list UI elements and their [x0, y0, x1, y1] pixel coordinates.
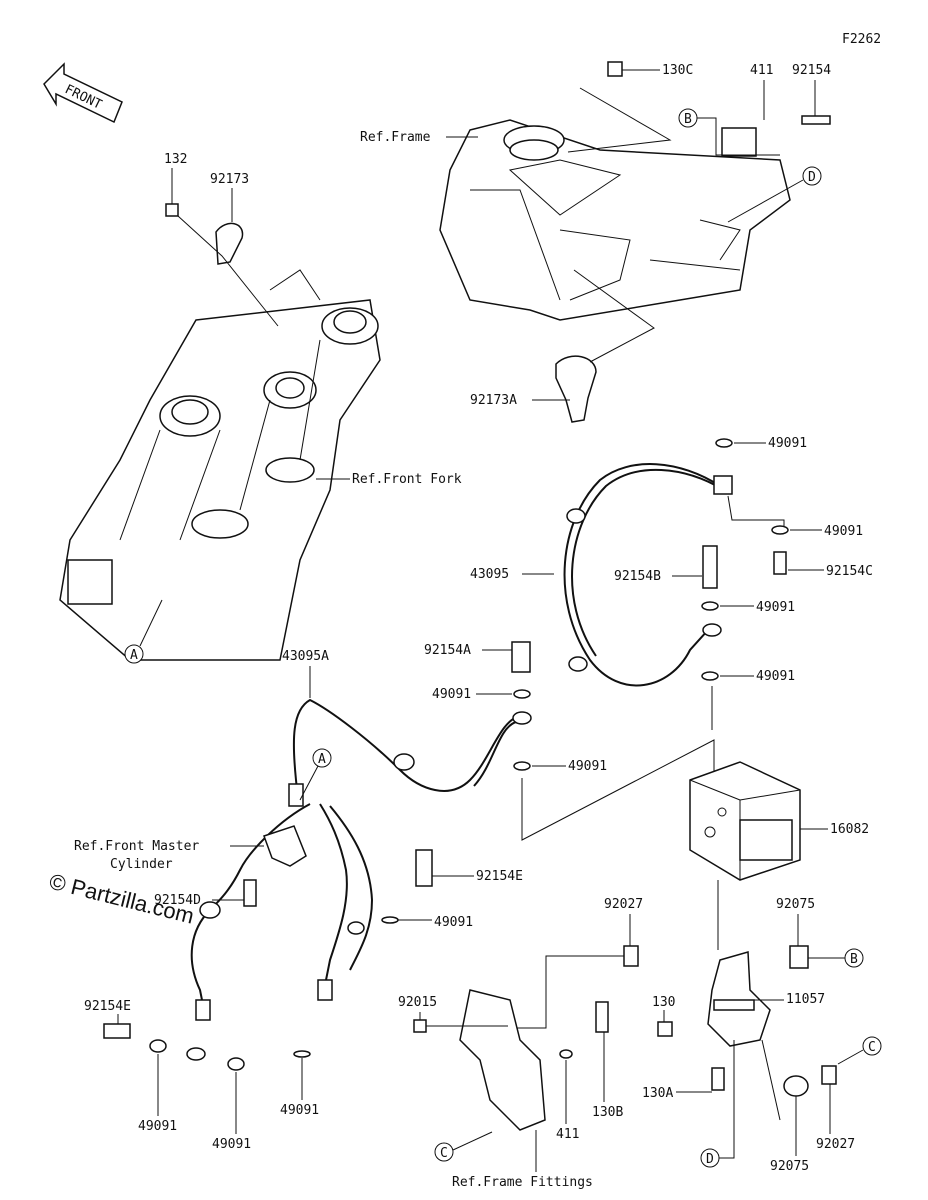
hose-43095A — [288, 698, 521, 807]
callout-a-right-label: A — [318, 752, 326, 767]
label-ref-frame-fittings: Ref.Frame Fittings — [452, 1175, 593, 1190]
bracket-frame-fittings — [459, 989, 546, 1131]
label-92075-bottom: 92075 — [770, 1159, 809, 1174]
label-ref-master-2: Cylinder — [110, 857, 173, 872]
bolt-130A — [711, 1067, 725, 1091]
front-fork-illustration — [59, 269, 381, 661]
label-92015: 92015 — [398, 995, 437, 1010]
bracket-abs — [707, 951, 771, 1047]
label-49091-j: 49091 — [280, 1103, 319, 1118]
label-43095A: 43095A — [282, 649, 329, 664]
label-92154D: 92154D — [154, 893, 201, 908]
grommet-92027-bottom — [821, 1065, 837, 1085]
label-92154C: 92154C — [826, 564, 873, 579]
bracket-11057 — [713, 999, 755, 1011]
label-92154-top: 92154 — [792, 63, 831, 78]
abs-unit-16082 — [689, 761, 801, 881]
label-92027-bottom: 92027 — [816, 1137, 855, 1152]
label-92154A: 92154A — [424, 643, 471, 658]
washer-49091-e — [513, 689, 531, 699]
bolt-130B — [595, 1001, 609, 1033]
label-130A: 130A — [642, 1086, 673, 1101]
label-11057: 11057 — [786, 992, 825, 1007]
grommet-92075-bottom — [783, 1075, 809, 1097]
label-92154B: 92154B — [614, 569, 661, 584]
callout-d-top-label: D — [808, 170, 816, 185]
callout-a-left — [124, 644, 144, 664]
label-411-top: 411 — [750, 63, 773, 78]
callout-b-bottom-label: B — [850, 952, 858, 967]
callout-a-left-label: A — [130, 648, 138, 663]
callout-a-right — [312, 748, 332, 768]
label-92154E-right: 92154E — [476, 869, 523, 884]
label-16082: 16082 — [830, 822, 869, 837]
label-49091-g: 49091 — [434, 915, 473, 930]
label-130C: 130C — [662, 63, 693, 78]
washer-49091-d — [701, 671, 719, 681]
washer-49091-g — [381, 916, 399, 924]
callout-c-right — [862, 1036, 882, 1056]
bolt-92154A — [511, 641, 531, 673]
washer-49091-h — [149, 1039, 167, 1053]
washer-49091-a — [715, 438, 733, 448]
label-49091-b: 49091 — [824, 524, 863, 539]
hose-43095 — [563, 463, 733, 687]
label-92075-top: 92075 — [776, 897, 815, 912]
label-130B: 130B — [592, 1105, 623, 1120]
label-49091-c: 49091 — [756, 600, 795, 615]
label-ref-master-1: Ref.Front Master — [74, 839, 199, 854]
label-92173: 92173 — [210, 172, 249, 187]
grommet-92075-top — [789, 945, 809, 969]
grommet-92027-top — [623, 945, 639, 967]
bolt-132 — [165, 203, 179, 217]
washer-49091-i — [227, 1057, 245, 1071]
label-ref-front-fork: Ref.Front Fork — [352, 472, 462, 487]
label-49091-e: 49091 — [432, 687, 471, 702]
callout-c-right-label: C — [868, 1040, 876, 1055]
label-49091-h: 49091 — [138, 1119, 177, 1134]
fitting-92154E-left — [103, 1023, 131, 1039]
bolt-130 — [657, 1021, 673, 1037]
clamp-92173 — [215, 222, 244, 265]
label-49091-a: 49091 — [768, 436, 807, 451]
bolt-92154D — [243, 879, 257, 907]
callout-d-top — [802, 166, 822, 186]
callout-b-top-label: B — [684, 112, 692, 127]
bolt-92015 — [413, 1019, 427, 1033]
callout-d-bottom-label: D — [706, 1152, 714, 1167]
bolt-92154C — [773, 551, 787, 575]
label-92173A: 92173A — [470, 393, 517, 408]
master-cylinder-bracket — [263, 825, 307, 867]
label-49091-i: 49091 — [212, 1137, 251, 1152]
label-ref-frame: Ref.Frame — [360, 130, 431, 145]
washer-49091-f — [513, 761, 531, 771]
figure-code: F2262 — [842, 32, 881, 47]
bolt-92154B — [702, 545, 718, 589]
washer-49091-j — [293, 1050, 311, 1058]
label-130: 130 — [652, 995, 675, 1010]
label-132: 132 — [164, 152, 187, 167]
clamp-92173A — [555, 355, 597, 423]
washer-49091-c — [701, 601, 719, 611]
label-49091-d: 49091 — [756, 669, 795, 684]
label-411-bottom: 411 — [556, 1127, 579, 1142]
fitting-92154E-right — [415, 849, 433, 887]
label-43095: 43095 — [470, 567, 509, 582]
label-92154E-left: 92154E — [84, 999, 131, 1014]
front-arrow-icon: FRONT — [43, 62, 123, 124]
callout-c-left-label: C — [440, 1146, 448, 1161]
callout-c-left — [434, 1142, 454, 1162]
label-92027-top: 92027 — [604, 897, 643, 912]
washer-411-bottom — [559, 1049, 573, 1059]
label-49091-f: 49091 — [568, 759, 607, 774]
washer-49091-b — [771, 525, 789, 535]
frame-illustration — [439, 61, 831, 321]
